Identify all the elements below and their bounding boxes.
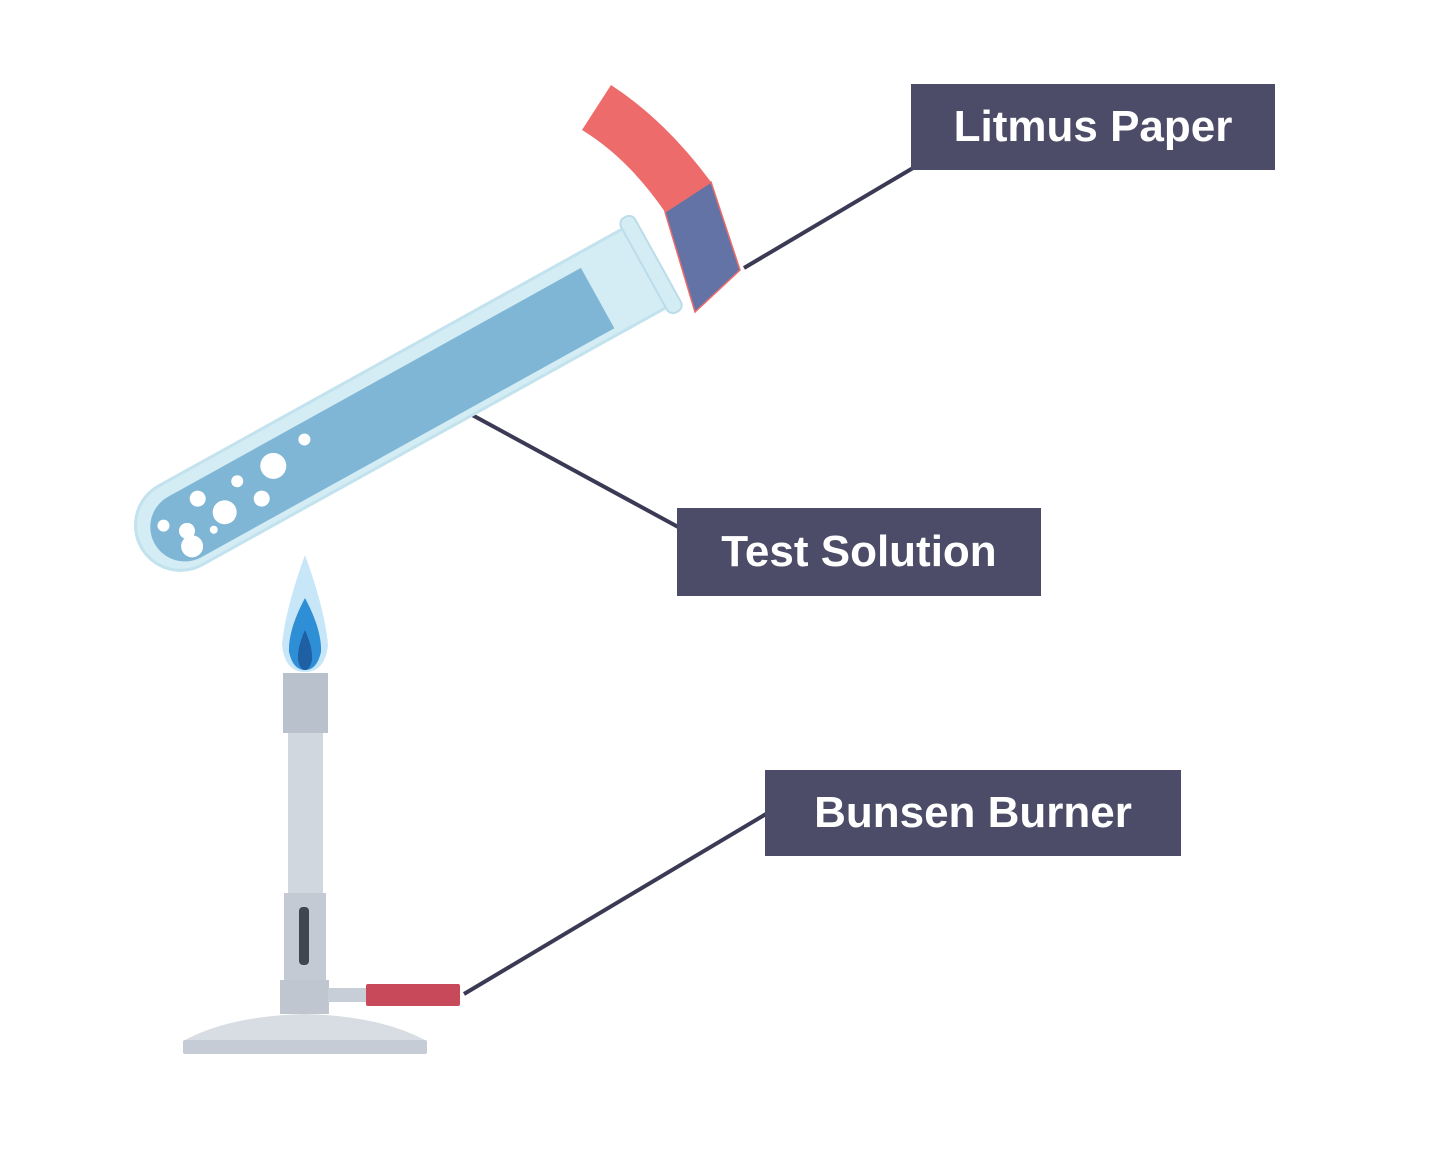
- flame-icon: [282, 555, 328, 672]
- litmus-paper-label: Litmus Paper: [911, 84, 1275, 170]
- bunsen-burner-label: Bunsen Burner: [765, 770, 1181, 856]
- bunsen-burner-icon: [183, 555, 460, 1054]
- solution-leader-line: [462, 408, 681, 530]
- test-tube-icon: [133, 214, 683, 572]
- litmus-paper-icon: [582, 85, 741, 314]
- litmus-leader-line: [742, 166, 915, 270]
- test-solution-label: Test Solution: [677, 508, 1041, 596]
- leader-lines: [462, 166, 915, 996]
- bubbles: [157, 433, 311, 558]
- burner-leader-line: [462, 812, 768, 996]
